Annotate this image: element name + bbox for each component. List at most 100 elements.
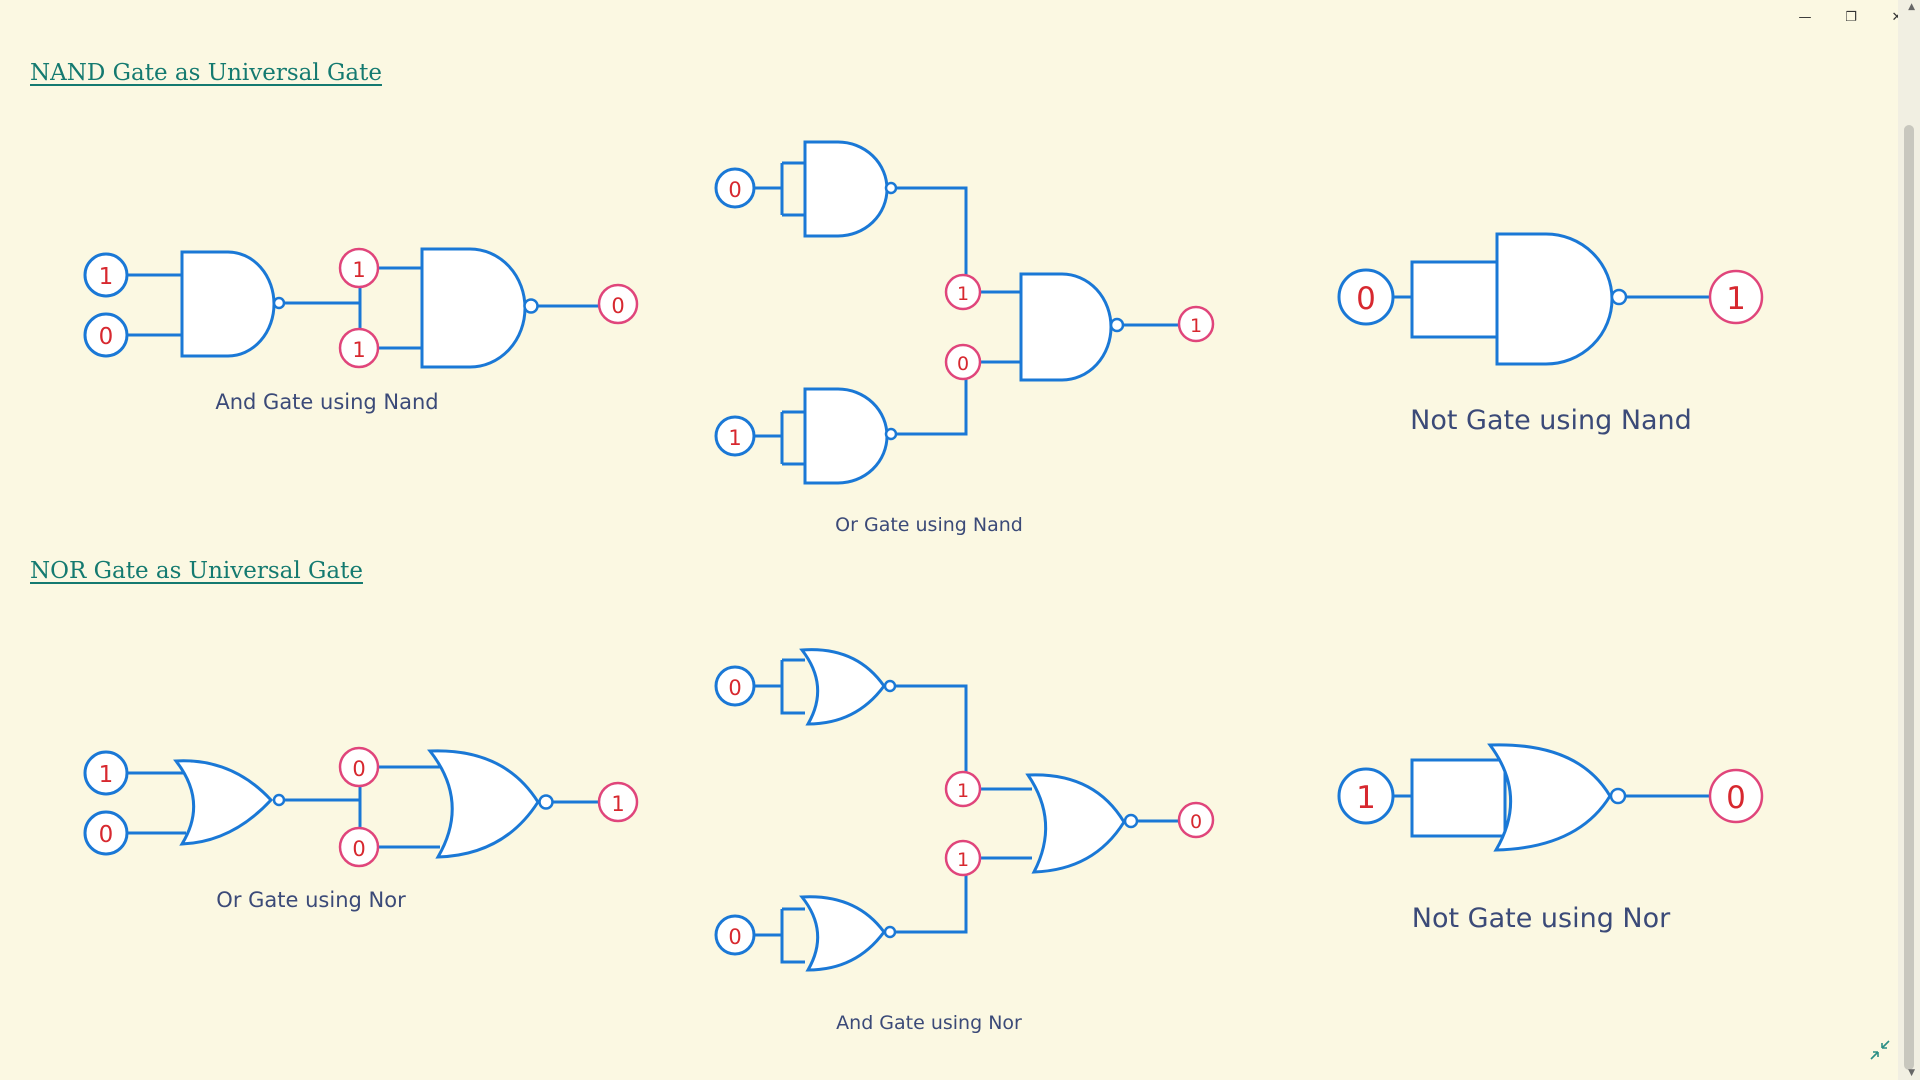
input-tie	[1410, 758, 1507, 838]
nor-gate-shape	[1025, 773, 1126, 874]
wire	[895, 684, 1032, 791]
output-node	[1177, 801, 1215, 839]
input-node[interactable]	[83, 252, 129, 298]
wire	[284, 266, 422, 350]
pin-node	[338, 327, 380, 369]
input-value: 1	[99, 762, 114, 788]
input-node[interactable]	[714, 914, 756, 956]
collapse-icon[interactable]	[1868, 1038, 1892, 1062]
input-value: 0	[99, 324, 114, 350]
pin-node	[338, 247, 380, 289]
pin-node	[944, 343, 982, 381]
input-tie	[1410, 260, 1499, 339]
pin-value: 1	[352, 258, 365, 282]
input-node[interactable]	[714, 167, 756, 209]
input-value: 0	[99, 822, 114, 848]
input-node[interactable]	[83, 810, 129, 856]
caption-or-using-nand: Or Gate using Nand	[835, 514, 1023, 536]
output-value: 0	[1726, 780, 1746, 816]
inverter-bubble	[1609, 787, 1627, 805]
window-controls: — ❐ ✕	[1782, 0, 1920, 34]
pin-node	[944, 839, 982, 877]
inverter-bubble	[523, 298, 539, 314]
wire	[754, 658, 805, 715]
input-value: 1	[1356, 780, 1376, 816]
input-node[interactable]	[83, 750, 129, 796]
close-button[interactable]: ✕	[1891, 9, 1903, 25]
or-using-nor-circuit: 1 0 0 0 1	[83, 746, 639, 868]
wire	[284, 765, 440, 849]
pin-node	[338, 746, 380, 788]
inverter-bubble	[538, 794, 554, 810]
input-node[interactable]	[83, 312, 129, 358]
pin-node	[944, 273, 982, 311]
output-value: 1	[1190, 315, 1202, 337]
inverter-bubble	[884, 181, 898, 195]
minimize-button[interactable]: —	[1798, 9, 1812, 25]
output-value: 0	[611, 294, 624, 318]
output-node	[1177, 305, 1215, 343]
nand-gate-shape	[180, 250, 276, 358]
caption-and-using-nor: And Gate using Nor	[836, 1012, 1022, 1034]
pin-node	[338, 826, 380, 868]
scrollbar-thumb[interactable]	[1904, 125, 1914, 1070]
nor-gate-shape	[173, 759, 274, 846]
pin-node	[944, 770, 982, 808]
or-using-nand-circuit: 0 1 1 0 1	[714, 140, 1215, 485]
pin-value: 1	[957, 780, 969, 802]
output-node	[1708, 269, 1764, 325]
inverter-bubble	[883, 679, 897, 693]
output-node	[597, 283, 639, 325]
pin-value: 0	[352, 837, 365, 861]
scroll-down-icon[interactable]: ▼	[1908, 1068, 1915, 1078]
input-tie	[782, 161, 805, 217]
input-node[interactable]	[1337, 268, 1395, 326]
and-using-nor-circuit: 0 0 1 1 0	[714, 648, 1215, 972]
pin-value: 1	[957, 849, 969, 871]
nand-gate-shape	[1019, 272, 1113, 382]
nand-gate-shape	[420, 247, 527, 369]
wire	[895, 856, 1032, 934]
inverter-bubble	[883, 925, 897, 939]
caption-not-using-nor: Not Gate using Nor	[1411, 903, 1671, 934]
pin-value: 1	[957, 283, 969, 305]
caption-and-using-nand: And Gate using Nand	[215, 390, 439, 414]
wire	[754, 410, 805, 466]
wire	[896, 360, 1021, 436]
input-value: 1	[99, 264, 114, 290]
inverter-bubble	[1610, 288, 1628, 306]
nand-section-heading: NAND Gate as Universal Gate	[30, 60, 382, 86]
not-using-nor-circuit: 1 0	[1337, 743, 1764, 852]
input-value: 0	[728, 925, 741, 949]
nor-section-heading: NOR Gate as Universal Gate	[30, 558, 363, 584]
wire	[128, 273, 182, 337]
nor-gate-shape	[1487, 743, 1612, 852]
wire	[896, 186, 1021, 294]
wire	[754, 161, 805, 217]
inverter-bubble	[272, 793, 286, 807]
nand-gate-shape	[1495, 232, 1614, 366]
output-value: 0	[1190, 811, 1202, 833]
restore-button[interactable]: ❐	[1845, 9, 1857, 25]
and-using-nand-circuit: 1 0 1 1 0	[83, 247, 639, 369]
input-value: 0	[1356, 281, 1376, 317]
nor-gate-shape	[799, 648, 886, 726]
caption-or-using-nor: Or Gate using Nor	[216, 888, 406, 912]
input-value: 0	[728, 676, 741, 700]
input-node[interactable]	[714, 665, 756, 707]
wire	[128, 771, 186, 835]
nor-gate-shape	[427, 749, 540, 859]
wire	[754, 907, 805, 964]
inverter-bubble	[1109, 317, 1125, 333]
output-node	[597, 781, 639, 823]
output-node	[1708, 768, 1764, 824]
vertical-scrollbar[interactable]: ▲ ▼	[1898, 0, 1920, 1080]
input-node[interactable]	[714, 415, 756, 457]
not-using-nand-circuit: 0 1	[1337, 232, 1764, 366]
scroll-up-icon[interactable]: ▲	[1908, 2, 1915, 12]
input-node[interactable]	[1337, 767, 1395, 825]
output-value: 1	[1726, 281, 1746, 317]
nor-gate-shape	[799, 895, 886, 972]
